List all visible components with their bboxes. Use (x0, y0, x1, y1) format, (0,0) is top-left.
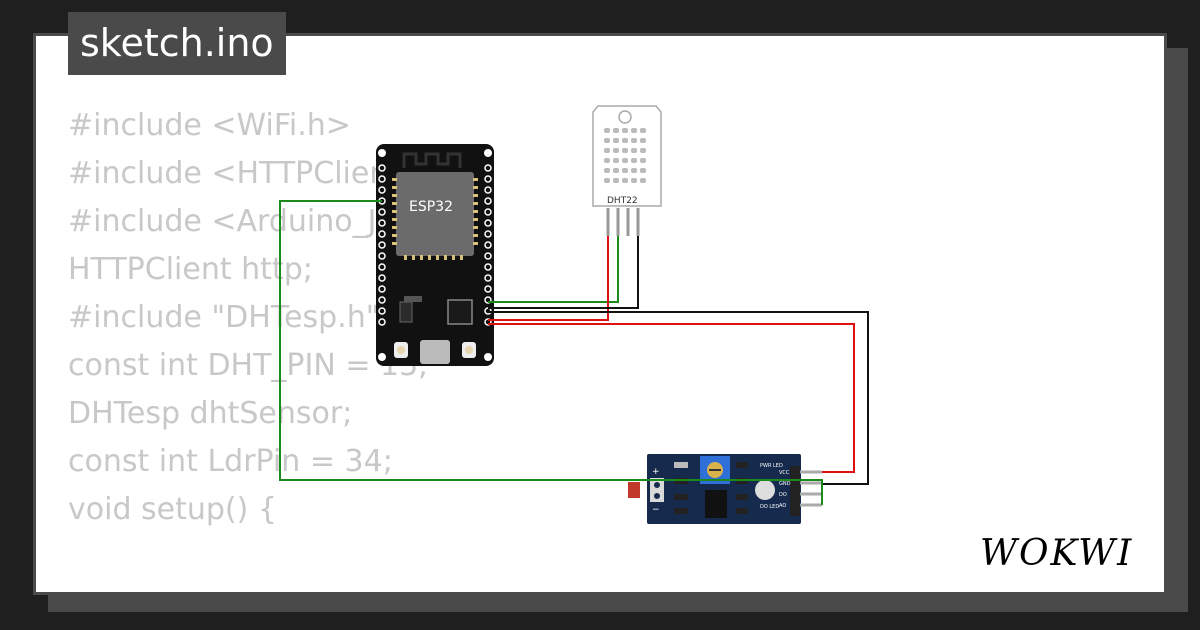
pin-ao: AO (779, 503, 786, 509)
code-line: DHTesp dhtSensor; (68, 396, 353, 431)
ldr-sensor-module[interactable]: + − PWR LED DO LED VCC GND DO AO (628, 454, 822, 524)
wire-black-dht-gnd (488, 236, 639, 309)
code-line: #include "DHTesp.h" (68, 300, 380, 335)
file-title: sketch.ino (68, 12, 286, 75)
pin-do: DO (779, 492, 787, 498)
code-line: #include <WiFi.h> (68, 108, 351, 143)
dht22-label: DHT22 (607, 196, 638, 206)
pin-gnd: GND (779, 481, 791, 487)
do-led-label: DO LED (760, 504, 779, 510)
esp32-label: ESP32 (409, 199, 453, 215)
wokwi-logo: WOKWI (980, 533, 1133, 572)
dht22-sensor[interactable]: DHT22 (592, 105, 662, 236)
wire-red-dht-vcc (488, 236, 609, 321)
esp32-board[interactable]: ESP32 (376, 144, 494, 366)
svg-text:−: − (652, 505, 660, 515)
wire-red-ldr-vcc (488, 323, 855, 473)
svg-text:+: + (652, 467, 660, 477)
pin-vcc: VCC (779, 470, 790, 476)
wire-green-dht-data (488, 236, 619, 303)
code-line: HTTPClient http; (68, 252, 313, 287)
svg-text:WOKWI: WOKWI (980, 533, 1133, 572)
pwr-led-label: PWR LED (760, 463, 783, 469)
wire-green-ldr-ao (279, 200, 823, 505)
wires (279, 200, 869, 505)
code-line: const int LdrPin = 34; (68, 444, 393, 479)
code-line: void setup() { (68, 492, 277, 527)
wire-black-ldr-gnd (488, 311, 869, 485)
code-line: //wifi stuff (68, 582, 495, 592)
